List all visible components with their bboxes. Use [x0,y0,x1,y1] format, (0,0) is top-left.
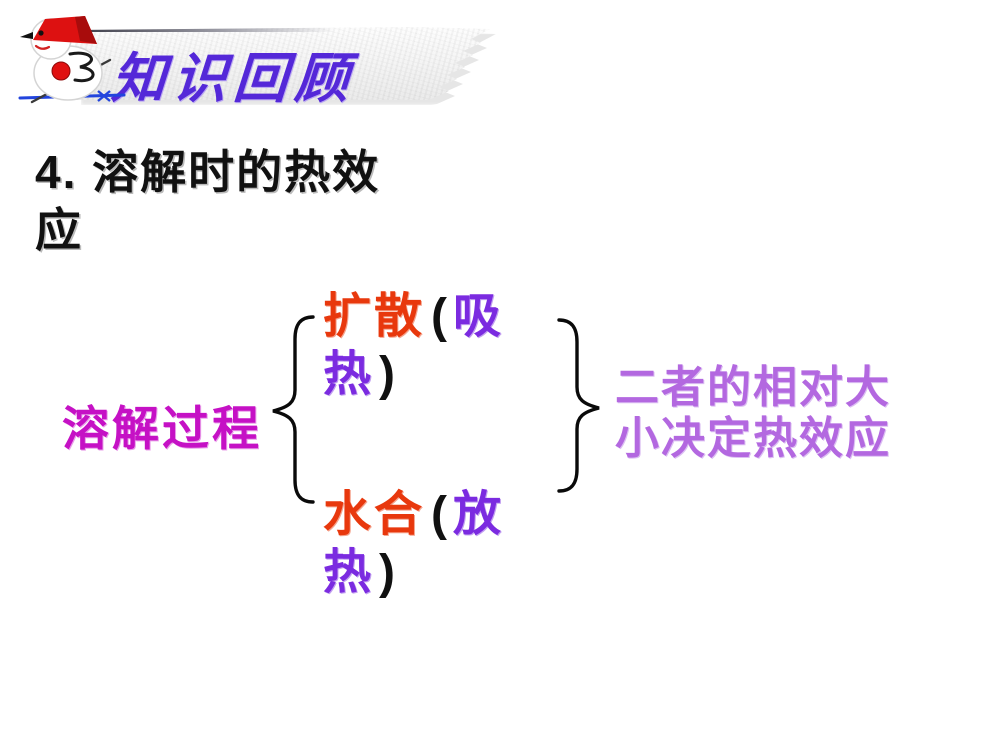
branch-term: 扩散 [323,290,426,343]
process-label: 溶解过程 [62,402,262,455]
snowman-icon [18,16,126,104]
open-paren: ( [431,290,447,343]
mitten-icon [51,61,71,81]
left-curly-brace-icon [272,315,315,504]
beak-icon [20,32,33,39]
close-paren: ) [379,348,395,401]
close-paren: ) [379,546,395,599]
branch-term: 水合 [323,488,426,541]
branch-hydration: 水合(放 热) [323,486,503,602]
heading-line-1: 4. 溶解时的热效 [35,146,381,198]
right-curly-brace-icon [557,318,600,493]
heading-line-2: 应 [35,204,83,256]
branch-diffusion: 扩散(吸 热) [323,288,503,404]
mouth-icon [34,44,51,50]
header-banner [75,27,490,100]
eye-icon [38,30,44,36]
snowman-arm [68,51,95,83]
branch-note-first: 吸 [453,290,504,343]
branch-note-second: 热 [323,546,374,599]
side-note: 二者的相对大 小决定热效应 [615,362,915,464]
open-paren: ( [431,488,447,541]
branch-note-second: 热 [323,348,374,401]
banner-title: 知识回顾 [109,49,358,109]
branch-note-first: 放 [453,488,504,541]
side-note-line-1: 二者的相对大 [615,363,891,412]
side-note-line-2: 小决定热效应 [615,414,891,463]
slide-heading: 4. 溶解时的热效 应 [35,143,455,259]
